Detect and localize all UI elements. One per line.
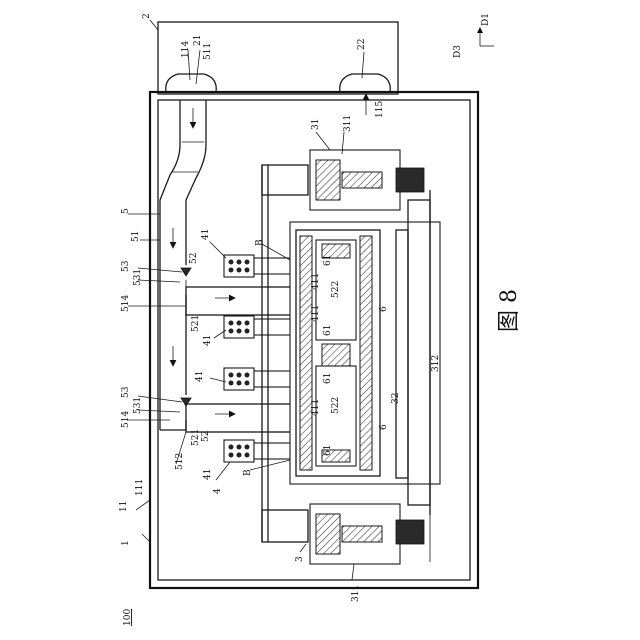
label-514a: 514 bbox=[121, 295, 131, 312]
outer-housing bbox=[158, 22, 398, 94]
label-411c: 411 bbox=[311, 399, 321, 416]
rotary-unit-bottom bbox=[310, 504, 424, 564]
label-531a: 531 bbox=[133, 269, 143, 286]
outlet-port bbox=[340, 74, 391, 92]
label-6a: 6 bbox=[379, 306, 389, 312]
label-2: 2 bbox=[142, 13, 152, 19]
label-21: 21 bbox=[193, 35, 203, 46]
label-3: 3 bbox=[295, 556, 305, 562]
label-61a: 61 bbox=[323, 255, 333, 266]
label-61d: 61 bbox=[323, 445, 333, 456]
branch-duct-52a bbox=[186, 287, 298, 315]
direction-indicator bbox=[477, 27, 494, 46]
label-61c: 61 bbox=[323, 373, 333, 384]
label-512: 512 bbox=[175, 453, 185, 470]
figure-reference: 100 bbox=[123, 609, 133, 626]
valve-53a bbox=[181, 268, 191, 276]
label-31: 31 bbox=[311, 119, 321, 130]
label-531b: 531 bbox=[133, 397, 143, 414]
label-41c: 41 bbox=[195, 371, 205, 382]
label-5: 5 bbox=[121, 208, 131, 214]
label-312: 312 bbox=[431, 355, 441, 372]
label-521b: 521 bbox=[191, 429, 201, 446]
inlet-port bbox=[166, 74, 217, 92]
label-411a: 411 bbox=[311, 273, 321, 290]
rotary-unit-top bbox=[310, 150, 424, 210]
label-41a: 41 bbox=[201, 229, 211, 240]
label-d1: D1 bbox=[481, 13, 491, 26]
label-53a: 53 bbox=[121, 260, 131, 272]
frame-3 bbox=[262, 165, 440, 542]
label-22: 22 bbox=[357, 39, 367, 50]
label-311a: 311 bbox=[343, 115, 353, 132]
label-522a: 522 bbox=[331, 281, 341, 298]
label-115: 115 bbox=[375, 101, 385, 118]
label-41d: 41 bbox=[203, 469, 213, 480]
label-ba: B bbox=[255, 239, 265, 246]
label-411b: 411 bbox=[311, 305, 321, 322]
label-32: 32 bbox=[391, 393, 401, 404]
label-311b: 311 bbox=[351, 585, 361, 602]
label-41b: 41 bbox=[203, 335, 213, 346]
label-6b: 6 bbox=[379, 424, 389, 430]
label-52a: 52 bbox=[189, 253, 199, 264]
label-1: 1 bbox=[121, 540, 131, 546]
figure-title: 图 8 bbox=[497, 289, 522, 332]
label-511: 511 bbox=[203, 43, 213, 60]
label-51: 51 bbox=[131, 231, 141, 242]
label-521a: 521 bbox=[191, 315, 201, 332]
label-bb: B bbox=[243, 469, 253, 476]
label-514b: 514 bbox=[121, 411, 131, 428]
label-d3: D3 bbox=[453, 45, 463, 58]
label-61b: 61 bbox=[323, 325, 333, 336]
valve-53b bbox=[181, 398, 191, 406]
label-11: 11 bbox=[119, 501, 129, 512]
label-114: 114 bbox=[181, 41, 191, 58]
label-52b: 52 bbox=[201, 431, 211, 442]
label-111: 111 bbox=[135, 479, 145, 496]
label-522b: 522 bbox=[331, 397, 341, 414]
branch-duct-52b bbox=[186, 404, 298, 432]
label-4: 4 bbox=[213, 488, 223, 494]
label-53b: 53 bbox=[121, 386, 131, 398]
